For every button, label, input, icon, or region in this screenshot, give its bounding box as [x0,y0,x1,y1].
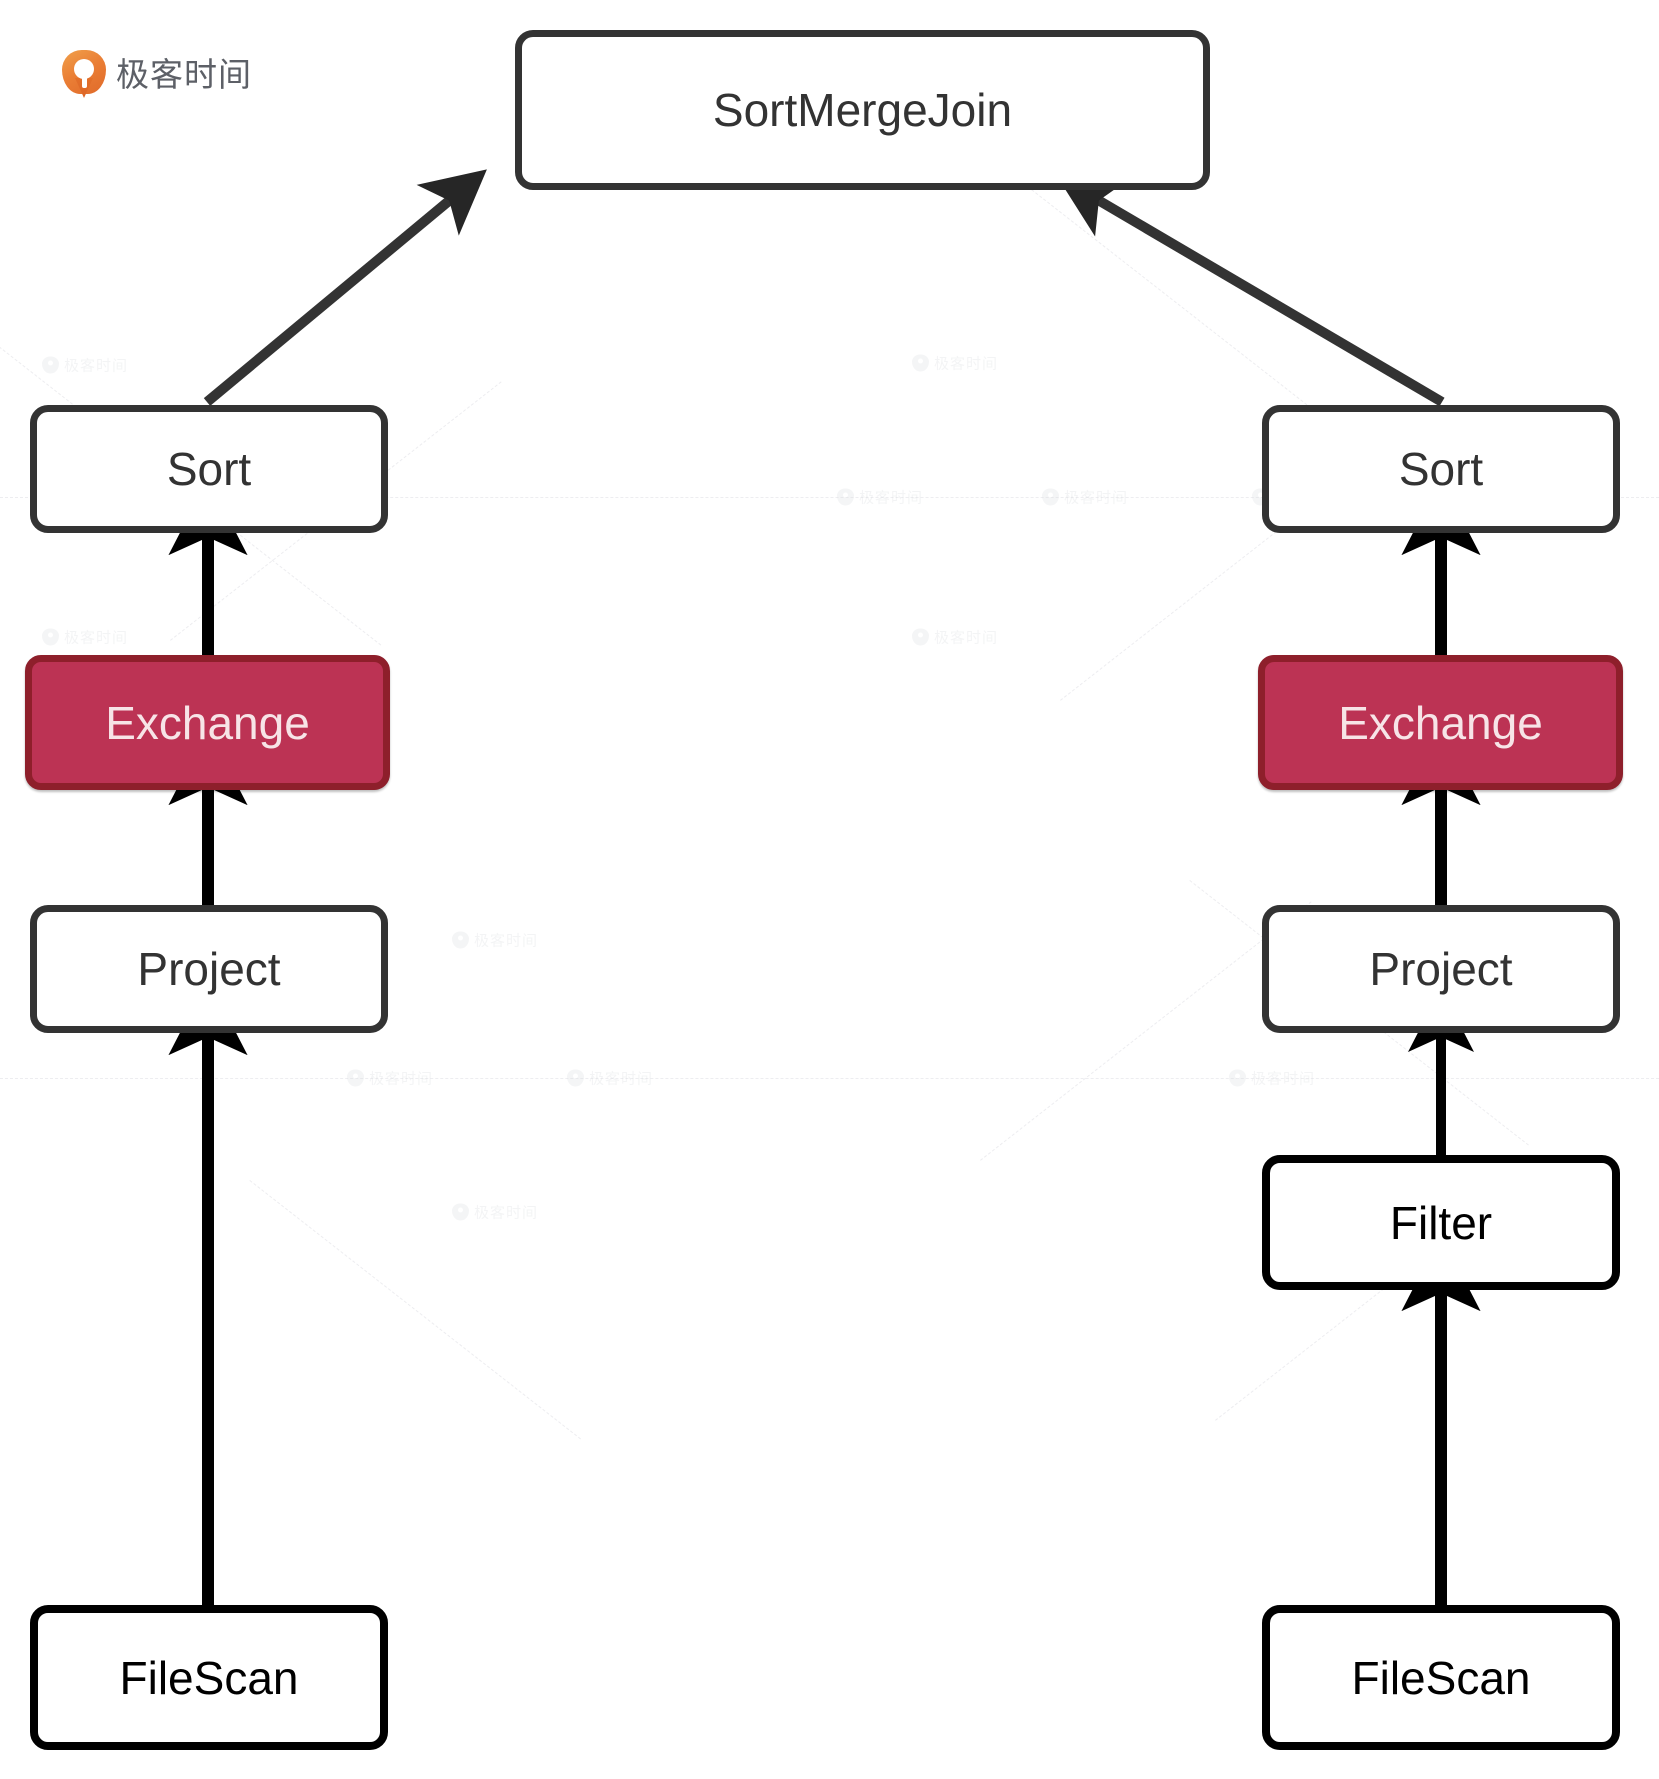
plan-node-label: Exchange [105,696,310,749]
plan-node-sort-left[interactable]: Sort [30,405,388,533]
plan-edge-e-sortleft-smj [203,169,487,406]
plan-node-sortmergejoin[interactable]: SortMergeJoin [515,30,1210,190]
plan-node-exchange-right[interactable]: Exchange [1258,655,1623,790]
plan-node-filescan-left[interactable]: FileScan [30,1605,388,1750]
plan-node-sort-right[interactable]: Sort [1262,405,1620,533]
plan-node-label: Project [1369,943,1513,995]
plan-node-label: Exchange [1338,696,1543,749]
plan-node-label: SortMergeJoin [712,84,1013,136]
plan-edge-e-sortright-smj [1056,175,1445,407]
plan-node-label: Project [137,943,281,995]
plan-node-label: FileScan [1351,1651,1531,1704]
plan-node-filter-right[interactable]: Filter [1262,1155,1620,1290]
logo-text: 极客时间 [116,54,252,94]
plan-node-project-left[interactable]: Project [30,905,388,1033]
plan-node-label: Sort [166,443,252,495]
plan-node-label: Sort [1398,443,1484,495]
plan-node-project-right[interactable]: Project [1262,905,1620,1033]
geektime-logo: 极客时间 [62,50,252,98]
plan-node-filescan-right[interactable]: FileScan [1262,1605,1620,1750]
plan-node-label: FileScan [119,1651,299,1704]
plan-node-label: Filter [1389,1196,1493,1249]
geektime-pin-icon [62,50,106,98]
plan-node-exchange-left[interactable]: Exchange [25,655,390,790]
